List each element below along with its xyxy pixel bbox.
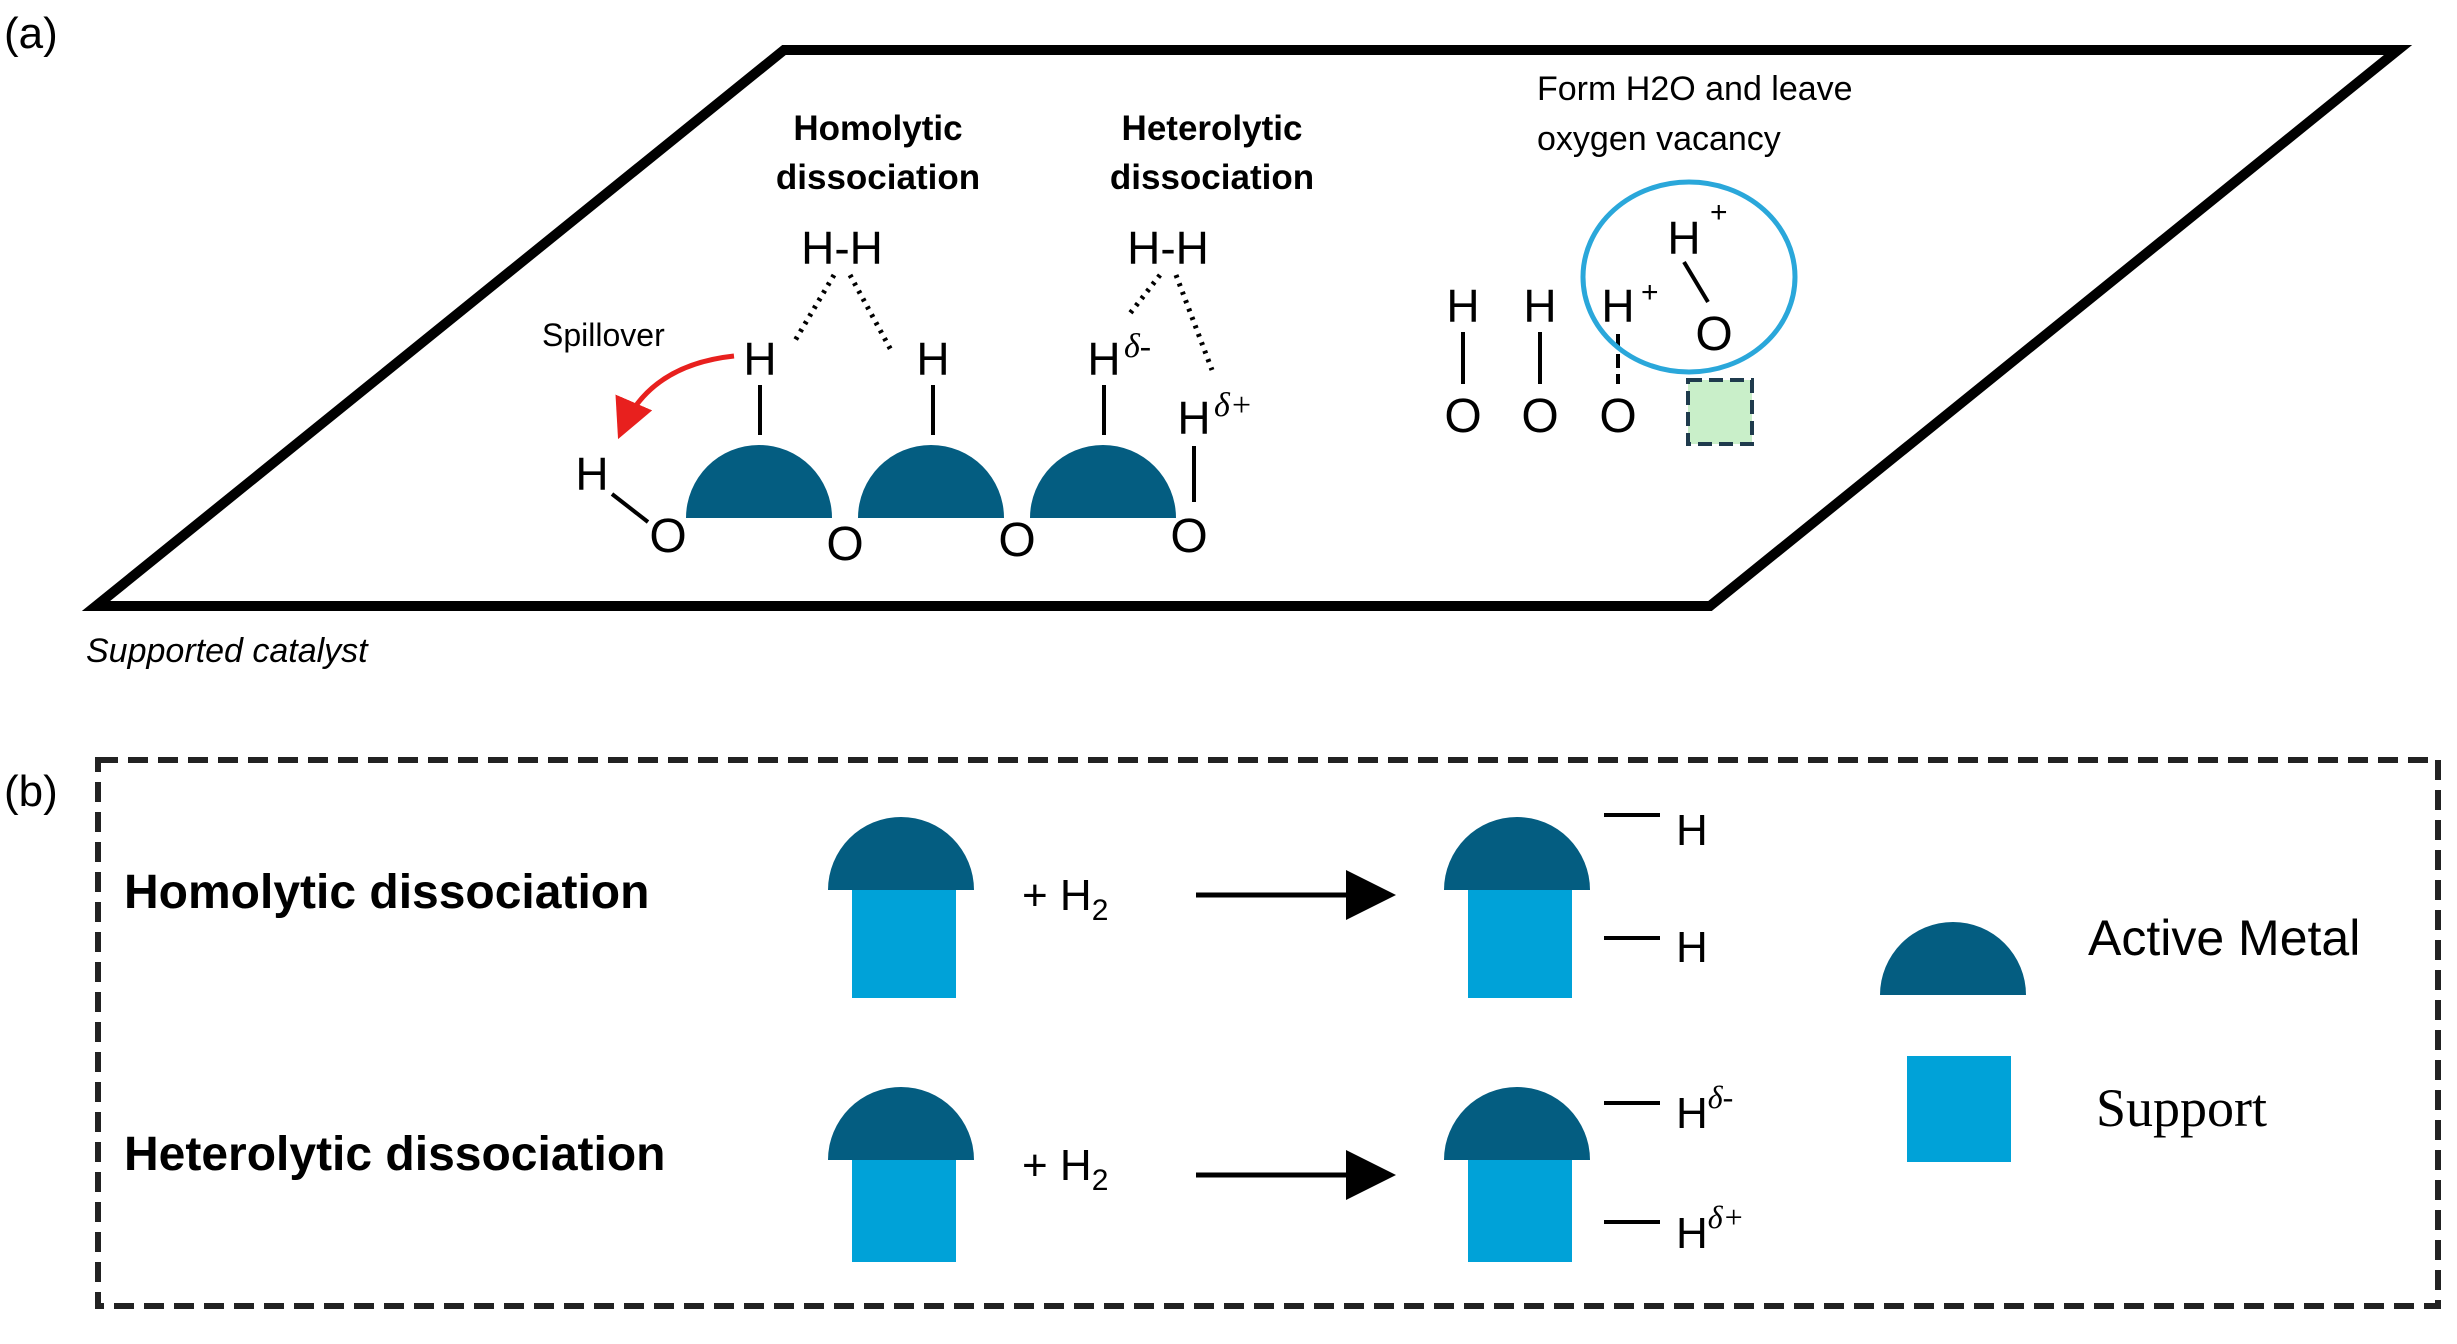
spillover-arrow bbox=[615, 353, 735, 440]
homolytic-title-line1: Homolytic bbox=[793, 109, 962, 148]
hydroxyl-h-1: H bbox=[1446, 280, 1479, 332]
atom-o-3: O bbox=[998, 514, 1035, 567]
vacancy-note-line2: oxygen vacancy bbox=[1537, 120, 1781, 158]
product-catalyst-homolytic bbox=[1444, 817, 1590, 998]
homolytic-title-line2: dissociation bbox=[776, 158, 980, 197]
spillover-label: Spillover bbox=[542, 317, 665, 353]
product-h-delta-minus: Hδ- bbox=[1676, 1079, 1733, 1138]
water-o: O bbox=[1695, 308, 1732, 361]
atom-o-1: O bbox=[649, 510, 686, 563]
reagent-h2-homolytic: + H2 bbox=[1022, 871, 1108, 927]
panel-b-label: (b) bbox=[4, 767, 58, 816]
product-h-metal-homolytic: H bbox=[1676, 806, 1708, 855]
active-metal-dome-2 bbox=[858, 445, 1004, 518]
h-plus-sign-2: + bbox=[1710, 196, 1728, 229]
h2-molecule-homolytic: H-H bbox=[801, 222, 883, 274]
panel-b-frame bbox=[95, 757, 2441, 1309]
atom-h-delta-minus: H bbox=[1087, 333, 1120, 385]
reactant-catalyst-heterolytic bbox=[828, 1087, 974, 1262]
h2-molecule-heterolytic: H-H bbox=[1127, 222, 1209, 274]
hydroxyl-o-3: O bbox=[1599, 390, 1636, 443]
atom-o-4: O bbox=[1170, 510, 1207, 563]
active-metal-dome-1 bbox=[686, 445, 832, 518]
dissociation-dotted-lines bbox=[790, 273, 1215, 371]
heterolytic-title-line1: Heterolytic bbox=[1122, 109, 1303, 148]
reagent-h2-heterolytic: + H2 bbox=[1022, 1141, 1108, 1197]
legend-active-metal-swatch bbox=[1880, 922, 2026, 995]
panel-a: (a) Supported catalyst Homolytic dissoci… bbox=[4, 9, 2413, 670]
row-homolytic-label: Homolytic dissociation bbox=[124, 866, 649, 919]
legend-support-label: Support bbox=[2096, 1078, 2267, 1138]
surface-hydroxyls: H O H O H + O bbox=[1444, 276, 1658, 443]
panel-b: (b) Homolytic dissociation + H2 H H Hete… bbox=[4, 757, 2441, 1309]
hydroxyl-h-plus: H bbox=[1601, 280, 1634, 332]
active-metal-particles bbox=[686, 445, 1176, 518]
h-plus-sign-1: + bbox=[1641, 276, 1659, 309]
vacancy-note-line1: Form H2O and leave bbox=[1537, 70, 1853, 108]
hydroxyl-o-2: O bbox=[1521, 390, 1558, 443]
catalyst-surface bbox=[81, 45, 2413, 611]
heterolytic-title-line2: dissociation bbox=[1110, 158, 1314, 197]
row-heterolytic-label: Heterolytic dissociation bbox=[124, 1128, 665, 1181]
legend-support-swatch bbox=[1907, 1056, 2011, 1162]
delta-minus-label: δ- bbox=[1124, 328, 1151, 365]
panel-a-label: (a) bbox=[4, 9, 58, 58]
atom-h-spillover: H bbox=[575, 448, 608, 500]
hydroxyl-o-1: O bbox=[1444, 390, 1481, 443]
atom-h-2: H bbox=[916, 333, 949, 385]
product-h-support-homolytic: H bbox=[1676, 923, 1708, 972]
atom-h-1: H bbox=[743, 333, 776, 385]
legend: Active Metal Support bbox=[1880, 910, 2360, 1162]
hydroxyl-h-2: H bbox=[1523, 280, 1556, 332]
atom-h-delta-plus: H bbox=[1177, 392, 1210, 444]
water-h-plus: H bbox=[1667, 212, 1700, 264]
active-metal-dome-3 bbox=[1030, 445, 1176, 518]
atom-o-2: O bbox=[826, 518, 863, 571]
reactant-catalyst-homolytic bbox=[828, 817, 974, 998]
oxygen-vacancy bbox=[1686, 378, 1754, 446]
forming-water-circle bbox=[1580, 179, 1798, 375]
product-h-delta-plus: Hδ+ bbox=[1676, 1199, 1744, 1258]
product-catalyst-heterolytic bbox=[1444, 1087, 1590, 1262]
legend-active-metal-label: Active Metal bbox=[2088, 910, 2360, 966]
delta-plus-label: δ+ bbox=[1214, 387, 1253, 424]
supported-catalyst-caption: Supported catalyst bbox=[86, 632, 369, 670]
